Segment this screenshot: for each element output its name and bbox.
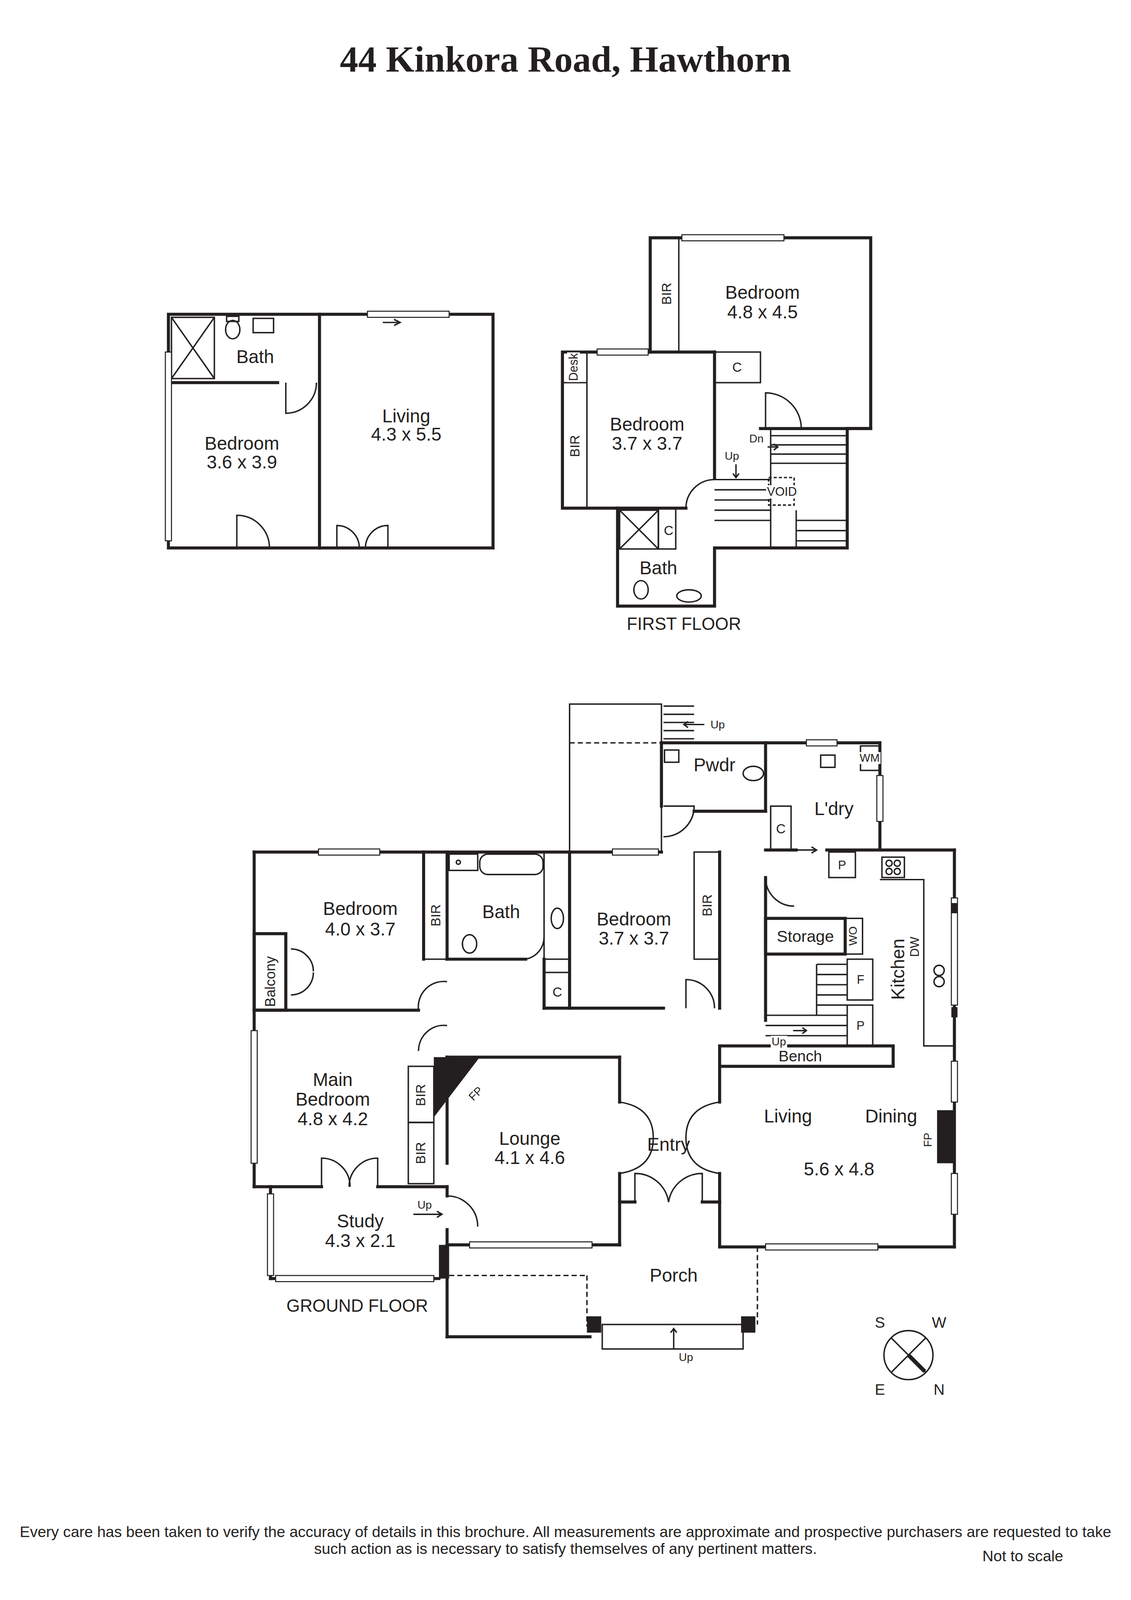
plan-label: BIR: [413, 1141, 428, 1166]
plan-label: BIR: [567, 433, 582, 458]
room-dimension: 4.3 x 2.1: [325, 1231, 396, 1251]
room-name: Bedroom: [204, 434, 280, 454]
plan-label: BIR: [428, 903, 444, 928]
room-name: Kitchen: [888, 938, 908, 1001]
room-name: Bath: [639, 558, 678, 579]
room-name: Living: [764, 1107, 813, 1127]
plan-label: BIR: [413, 1083, 428, 1107]
plan-label: S: [873, 1314, 886, 1331]
room-dimension: 4.8 x 4.2: [297, 1110, 368, 1130]
plan-label: FP: [465, 1084, 486, 1105]
plan-label: Up: [723, 450, 740, 463]
room: Porch: [447, 1247, 758, 1338]
room: Entry: [619, 1102, 720, 1203]
plan-label: C: [662, 523, 675, 538]
room-name: Bedroom: [725, 283, 800, 303]
room-name: Balcony: [262, 956, 278, 1008]
plan-label: P: [837, 859, 848, 872]
plan-label: Not to scale: [981, 1548, 1064, 1565]
plan-label: DW: [908, 936, 922, 959]
plan-label: Up: [709, 719, 726, 731]
room: Bedroom3.7 x 3.7: [569, 852, 720, 1009]
plan-label: FIRST FLOOR: [625, 615, 743, 634]
plan-label: N: [932, 1382, 946, 1399]
room: Living4.3 x 5.5: [319, 314, 493, 548]
room-dimension: 4.0 x 3.7: [325, 920, 396, 940]
room: Bedroom4.0 x 3.7: [254, 852, 424, 1011]
plan-label: P: [855, 1019, 866, 1032]
room: Bath: [219, 314, 320, 383]
room-name: Living: [382, 406, 431, 427]
plan-label: C: [551, 985, 563, 1000]
plan-label: Up: [770, 1036, 787, 1048]
room-dimension: 3.6 x 3.9: [206, 452, 277, 472]
room: Bedroom3.7 x 3.7: [562, 352, 715, 509]
plan-label: WO: [847, 925, 860, 947]
plan-label: Desk: [567, 352, 580, 383]
room: Bedroom4.8 x 4.5: [650, 237, 871, 429]
room-name: Porch: [649, 1266, 698, 1286]
room-dimension: 4.3 x 5.5: [370, 425, 442, 445]
room-dimension: 4.8 x 4.5: [727, 302, 798, 322]
room-dimension: 5.6 x 4.8: [803, 1160, 875, 1180]
plan-label: W: [931, 1314, 948, 1331]
room-dimension: Dining: [865, 1107, 918, 1127]
plan-label: BIR: [659, 281, 674, 306]
room: Pwdr: [661, 743, 766, 812]
room: Bath: [423, 852, 570, 960]
room-name: Bedroom: [323, 899, 398, 919]
room: Bench: [719, 1046, 893, 1067]
room: Kitchen: [880, 880, 924, 1047]
room: Balcony: [254, 933, 286, 1011]
plan-label: E: [873, 1382, 886, 1399]
room: Living Dining 5.6 x 4.8: [719, 1066, 955, 1248]
plan-label: C: [775, 821, 787, 836]
plan-label: FP: [922, 1131, 934, 1148]
room-name: Bath: [482, 902, 521, 923]
plan-label: Up: [677, 1351, 694, 1364]
room-name: Bedroom: [596, 910, 672, 930]
room: Bedroom3.6 x 3.9: [168, 382, 320, 548]
room-name: L'dry: [814, 799, 854, 819]
room-name: Lounge: [499, 1129, 561, 1149]
plan-label: WM: [858, 752, 881, 765]
plan-title: 44 Kinkora Road, Hawthorn: [339, 39, 792, 79]
plan-label: GROUND FLOOR: [285, 1297, 429, 1316]
plan-label: VOID: [766, 485, 798, 499]
plan-label: BIR: [700, 893, 715, 918]
room-name: Entry: [646, 1135, 690, 1155]
room-dimension: 4.1 x 4.6: [494, 1148, 565, 1168]
plan-label: C: [731, 360, 743, 375]
room: Main Bedroom4.8 x 4.2: [254, 1010, 409, 1188]
room-name: Pwdr: [693, 755, 736, 776]
room: Bath: [617, 508, 715, 607]
room-name: Storage: [776, 928, 834, 946]
disclaimer: Every care has been taken to verify the …: [19, 1524, 1112, 1559]
plan-label: Dn: [748, 432, 765, 445]
plan-label: Up: [416, 1199, 433, 1212]
room-name: Bench: [778, 1048, 823, 1065]
room-name: Main Bedroom: [275, 1070, 391, 1110]
room-name: Study: [336, 1212, 384, 1232]
room-name: Bedroom: [609, 415, 685, 435]
room: Lounge4.1 x 4.6: [447, 1057, 620, 1246]
room-dimension: 3.7 x 3.7: [611, 434, 683, 454]
room-dimension: 3.7 x 3.7: [598, 929, 669, 949]
plan-label: F: [855, 973, 866, 987]
room-name: Bath: [236, 347, 275, 367]
room: Storage: [765, 918, 846, 955]
